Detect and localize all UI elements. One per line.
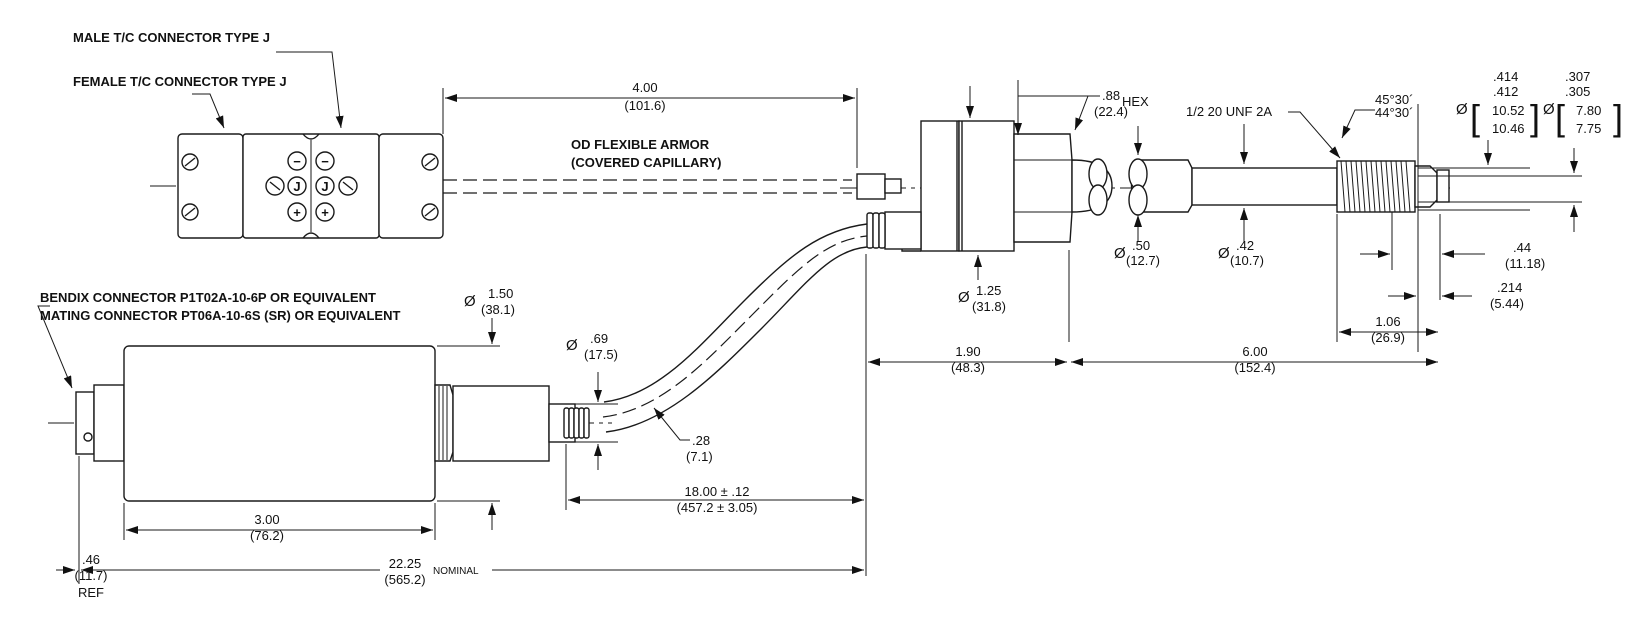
dim-1-06-in: 1.06 <box>1375 314 1400 329</box>
dim-412: .412 <box>1493 84 1518 99</box>
male-tc-label: MALE T/C CONNECTOR TYPE J <box>73 30 270 45</box>
dim-42-mm: (10.7) <box>1230 253 1264 268</box>
dia-icon: Ø <box>566 337 578 354</box>
dim-88-in: .88 <box>1102 88 1120 103</box>
nominal-label: NOMINAL <box>433 566 479 577</box>
bracket-right: ] <box>1530 97 1540 138</box>
dia-icon: Ø <box>464 293 476 310</box>
dim-28-mm: (7.1) <box>686 449 713 464</box>
armor-label-1: OD FLEXIBLE ARMOR <box>571 137 710 152</box>
dim-1-25-mm: (31.8) <box>972 299 1006 314</box>
bracket-right: ] <box>1613 97 1623 138</box>
thread-label: 1/2 20 UNF 2A <box>1186 104 1272 119</box>
dim-1-50-mm: (38.1) <box>481 302 515 317</box>
dia-icon: Ø <box>1543 101 1555 118</box>
pin-minus-icon: − − <box>287 151 335 171</box>
dim-4-00-in: 4.00 <box>632 80 657 95</box>
dim-3-00-mm: (76.2) <box>250 528 284 543</box>
dim-44-mm: (11.18) <box>1505 256 1545 271</box>
dim-69-mm: (17.5) <box>584 347 618 362</box>
dia-icon: Ø <box>958 289 970 306</box>
dim-214-mm: (5.44) <box>1490 296 1524 311</box>
angle-1: 45°30´ <box>1375 92 1413 107</box>
dia-icon: Ø <box>1218 245 1230 262</box>
dim-305: .305 <box>1565 84 1590 99</box>
dim-307: .307 <box>1565 69 1590 84</box>
armor-label-2: (COVERED CAPILLARY) <box>571 155 721 170</box>
dim-22-25-mm: (565.2) <box>384 572 425 587</box>
gland-ribs <box>563 407 590 439</box>
dim-214-in: .214 <box>1497 280 1522 295</box>
dim-6-00-in: 6.00 <box>1242 344 1267 359</box>
dim-3-00-in: 3.00 <box>254 512 279 527</box>
svg-text:J: J <box>293 179 300 194</box>
dim-1-06-mm: (26.9) <box>1371 330 1405 345</box>
angle-2: 44°30´ <box>1375 105 1413 120</box>
dim-4-00-mm: (101.6) <box>624 98 665 113</box>
dim-1-50-in: 1.50 <box>488 286 513 301</box>
bendix-label-1: BENDIX CONNECTOR P1T02A-10-6P OR EQUIVAL… <box>40 290 376 305</box>
svg-text:J: J <box>321 179 328 194</box>
pin-plus-icon: + + <box>287 202 335 222</box>
dim-46-mm: (11.7) <box>75 568 108 583</box>
capillary-cable <box>602 223 868 433</box>
body-ribs <box>438 386 448 460</box>
dim-7-75: 7.75 <box>1576 121 1601 136</box>
svg-text:−: − <box>321 154 329 169</box>
svg-text:+: + <box>293 205 301 220</box>
female-tc-label: FEMALE T/C CONNECTOR TYPE J <box>73 74 287 89</box>
bracket-left: [ <box>1555 97 1565 138</box>
dim-18-00-mm: (457.2 ± 3.05) <box>677 500 758 515</box>
hex-label: HEX <box>1122 94 1149 109</box>
dim-1-90-in: 1.90 <box>955 344 980 359</box>
dim-50-mm: (12.7) <box>1126 253 1160 268</box>
pin-j-icon: J J <box>265 176 358 196</box>
dim-6-00-mm: (152.4) <box>1234 360 1275 375</box>
bracket-left: [ <box>1470 97 1480 138</box>
dim-46-in: .46 <box>82 552 100 567</box>
dim-7-80: 7.80 <box>1576 103 1601 118</box>
tc-connector-pair: − − J J + + <box>150 133 444 239</box>
dia-icon: Ø <box>1456 101 1468 118</box>
ref-label: REF <box>78 585 104 600</box>
dim-22-25-in: 22.25 <box>389 556 422 571</box>
dim-1-25-in: 1.25 <box>976 283 1001 298</box>
dim-44-in: .44 <box>1513 240 1531 255</box>
gland-ribs <box>866 212 886 249</box>
dim-28-in: .28 <box>692 433 710 448</box>
screw-icon <box>181 153 439 221</box>
dim-10-46: 10.46 <box>1492 121 1525 136</box>
dim-88-mm: (22.4) <box>1094 104 1128 119</box>
dim-50-in: .50 <box>1132 238 1150 253</box>
dia-icon: Ø <box>1114 245 1126 262</box>
svg-text:−: − <box>293 154 301 169</box>
svg-text:+: + <box>321 205 329 220</box>
dim-414: .414 <box>1493 69 1518 84</box>
probe-housing <box>840 120 1450 252</box>
bendix-label-2: MATING CONNECTOR PT06A-10-6S (SR) OR EQU… <box>40 308 400 323</box>
dim-10-52: 10.52 <box>1492 103 1525 118</box>
dim-18-00-in: 18.00 ± .12 <box>685 484 750 499</box>
transmitter-body <box>48 345 612 502</box>
thread-lines <box>1340 160 1411 213</box>
dim-69-in: .69 <box>590 331 608 346</box>
dim-42-in: .42 <box>1236 238 1254 253</box>
dim-1-90-mm: (48.3) <box>951 360 985 375</box>
